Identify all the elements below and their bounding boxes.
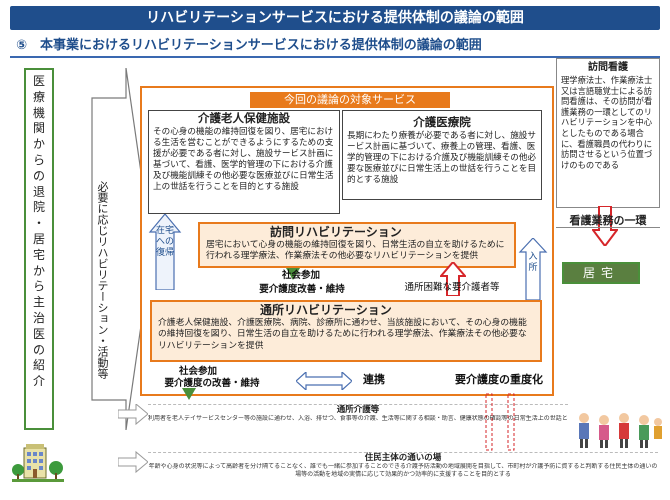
kaigodo-kaizen-2: 要介護度の改善・維持 <box>164 378 260 389</box>
tsusho-kaigo-strip: 通所介護等 利用者を老人デイサービスセンター等の施設に通わせ、入浴、排せつ、食事… <box>148 404 568 436</box>
left-column-char: 居 <box>32 231 45 246</box>
tsusho-rehab-body: 介護老人保健施設、介護医療院、病院、診療所に通わせ、当該施設において、その心身の… <box>158 318 527 351</box>
houmon-kango-title: 訪問看護 <box>588 62 628 73</box>
houmon-kango-body: 理学療法士、作業療法士又は言語聴覚士による訪問看護は、その訪問が看護業務の一環と… <box>561 75 653 170</box>
green-arrow-down-2 <box>182 388 196 400</box>
kaigo-rojin-box: 介護老人保健施設 その心身の機能の維持回復を図り、居宅における生活を営むことがで… <box>148 110 340 214</box>
kaigo-iryoin-body: 長期にわたり療養が必要である者に対し、施設サービス計画に基づいて、療養上の管理、… <box>347 131 537 185</box>
left-column-char: 医 <box>32 74 45 88</box>
home-box: 居宅 <box>562 262 640 284</box>
left-column-char: か <box>32 137 45 152</box>
jumin-strip: 住民主体の通いの場 年齢や心身の状況等によって高齢者を分け隔てることなく、誰でも… <box>148 452 658 486</box>
tsusho-rehab-title: 通所リハビリテーション <box>260 303 392 317</box>
left-column-char: 院 <box>32 200 45 215</box>
shakai-sanka-1: 社会参加 <box>281 270 320 281</box>
houmon-kango-box: 訪問看護 理学療法士、作業療法士又は言語聴覚士による訪問看護は、その訪問が看護業… <box>556 58 660 208</box>
kaigo-iryoin-title: 介護医療院 <box>413 115 471 129</box>
return-home-arrow <box>148 214 182 290</box>
left-column-char: 関 <box>32 121 45 136</box>
red-dashed-bars <box>485 393 515 451</box>
green-arrow-up-1 <box>286 268 300 280</box>
left-column-char: 介 <box>32 374 45 389</box>
red-arrow-up <box>440 262 466 296</box>
left-column-char: か <box>32 263 45 278</box>
left-column-char: 宅 <box>32 247 45 262</box>
kaigo-rojin-body: その心身の機能の維持回復を図り、居宅における生活を営むことができるようにするため… <box>153 127 334 192</box>
page-title: リハビリテーションサービスにおける提供体制の議論の範囲 <box>10 6 660 30</box>
jushoka-label: 要介護度の重度化 <box>455 373 543 386</box>
hospital-discharge-column: 医療機関からの退院・居宅から主治医の紹介 <box>24 68 54 430</box>
left-column-char: の <box>32 168 45 183</box>
left-column-char: 療 <box>32 89 45 104</box>
hospital-icon <box>12 444 64 482</box>
tsusho-kaigo-body: 利用者を老人デイサービスセンター等の施設に通わせ、入浴、排せつ、食事等の介護、生… <box>148 415 568 422</box>
renkei-arrow <box>296 372 352 390</box>
houmon-rehab-body: 居宅において心身の機能の維持回復を図り、日常生活の自立を助けるために行われる理学… <box>206 240 505 262</box>
zaitaku-fukki-label: 在宅への復帰 <box>156 226 175 258</box>
flow-arrow-right <box>91 68 152 430</box>
kaigo-iryoin-box: 介護医療院 長期にわたり療養が必要である者に対し、施設サービス計画に基づいて、療… <box>342 110 542 200</box>
shakai-sanka-2: 社会参加 <box>178 366 217 377</box>
left-column-char: ら <box>32 279 45 294</box>
red-arrow-down <box>592 206 618 246</box>
left-column-char: 治 <box>32 310 45 325</box>
left-column-char: 紹 <box>32 358 45 373</box>
nyusho-arrow <box>518 238 548 300</box>
left-column-char: 機 <box>32 105 45 120</box>
jumin-body: 年齢や心身の状況等によって高齢者を分け隔てることなく、誰でも一緒に参加することの… <box>148 463 658 478</box>
renkei-label: 連携 <box>363 373 385 386</box>
elderly-people-icon <box>579 413 662 448</box>
kango-gyomu-label: 看護業務の一環 <box>556 214 660 228</box>
kaigo-rojin-title: 介護老人保健施設 <box>198 111 290 125</box>
tsusho-rehab-box: 通所リハビリテーション 介護老人保健施設、介護医療院、病院、診療所に通わせ、当該… <box>150 300 542 362</box>
left-column-char: 医 <box>32 326 45 341</box>
tsusho-kaigo-title: 通所介護等 <box>336 405 380 415</box>
left-column-char: 主 <box>32 295 45 310</box>
left-column-char: ・ <box>32 216 45 231</box>
rehab-activity-label: 必要に応じリハビリテーション・活動等 <box>96 181 109 379</box>
section-subtitle: ⑤ 本事業におけるリハビリテーションサービスにおける提供体制の議論の範囲 <box>10 34 660 58</box>
target-services-label: 今回の議論の対象サービス <box>250 92 450 108</box>
kaigodo-kaizen-1: 要介護度改善・維持 <box>259 284 345 295</box>
left-column-char: ら <box>32 152 45 167</box>
gray-arrows-left <box>118 404 148 474</box>
nyusho-label: 入所 <box>528 252 538 273</box>
tsusho-konnan-label: 通所困難な要介護者等 <box>404 282 500 293</box>
left-column-char: 退 <box>32 184 45 199</box>
jumin-title: 住民主体の通いの場 <box>364 453 442 463</box>
left-column-char: の <box>32 342 45 357</box>
houmon-rehab-title: 訪問リハビリテーション <box>270 225 402 239</box>
houmon-rehab-box: 訪問リハビリテーション 居宅において心身の機能の維持回復を図り、日常生活の自立を… <box>198 222 516 268</box>
